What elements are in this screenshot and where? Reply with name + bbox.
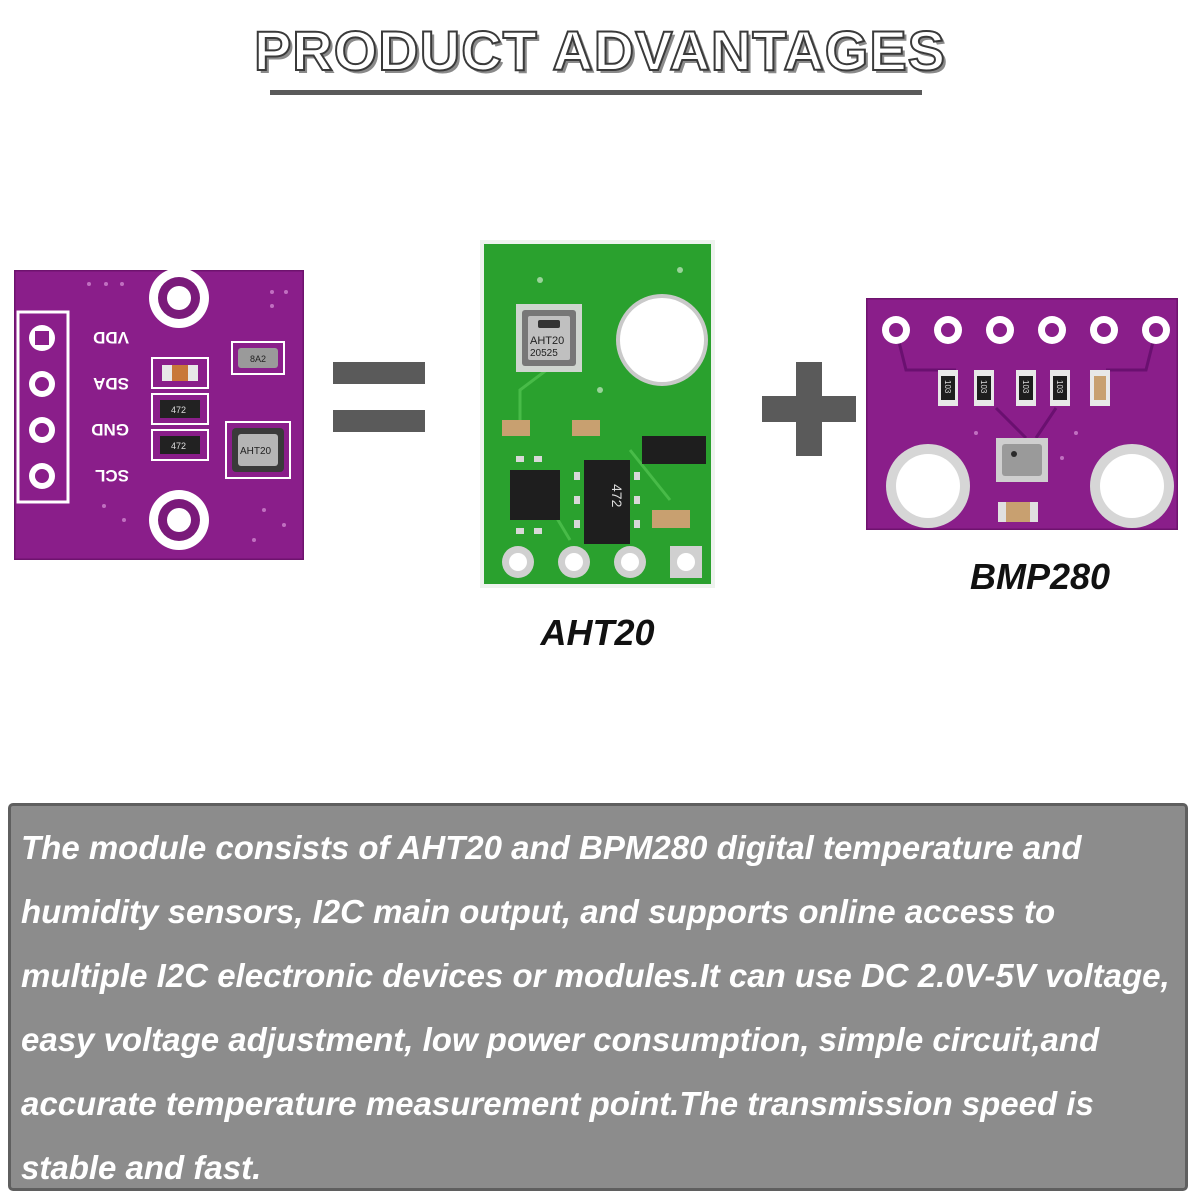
pin-label-vdd: VDD (93, 328, 129, 347)
pin-label-sda: SDA (93, 374, 129, 393)
pin-label-scl: SCL (95, 466, 129, 485)
aht20-module-image: AHT20 20525 472 (480, 240, 715, 588)
aht20-resistor-mark: 472 (609, 484, 625, 508)
bmp280-resistor-mark-1: 103 (943, 380, 952, 394)
bmp280-resistor-mark-4: 103 (1055, 380, 1064, 394)
bmp280-resistor-mark-3: 103 (1021, 380, 1030, 394)
bmp280-resistor-mark-2: 103 (979, 380, 988, 394)
aht20-chip-mark-line1: AHT20 (530, 335, 564, 347)
combined-module-image: VDD SDA GND SCL 472 472 8A2 AHT20 (14, 270, 304, 560)
description-box: The module consists of AHT20 and BPM280 … (8, 803, 1188, 1191)
page-title: PRODUCT ADVANTAGES (253, 18, 947, 83)
aht20-chip-mark-line2: 20525 (530, 348, 558, 359)
combined-chip-mark-bmp: 8A2 (250, 354, 266, 364)
equals-icon (333, 362, 425, 432)
combined-resistor-mark-2: 472 (171, 441, 186, 451)
bmp280-module-image: 103 103 103 103 (866, 298, 1178, 530)
plus-icon (762, 362, 856, 456)
combined-chip-mark-aht: AHT20 (240, 446, 272, 457)
bmp280-label: BMP280 (969, 556, 1111, 597)
combined-resistor-mark-1: 472 (171, 405, 186, 415)
pin-label-gnd: GND (91, 420, 129, 439)
description-text: The module consists of AHT20 and BPM280 … (21, 829, 1170, 1186)
title-underline (270, 90, 922, 95)
aht20-label: AHT20 (540, 612, 655, 653)
